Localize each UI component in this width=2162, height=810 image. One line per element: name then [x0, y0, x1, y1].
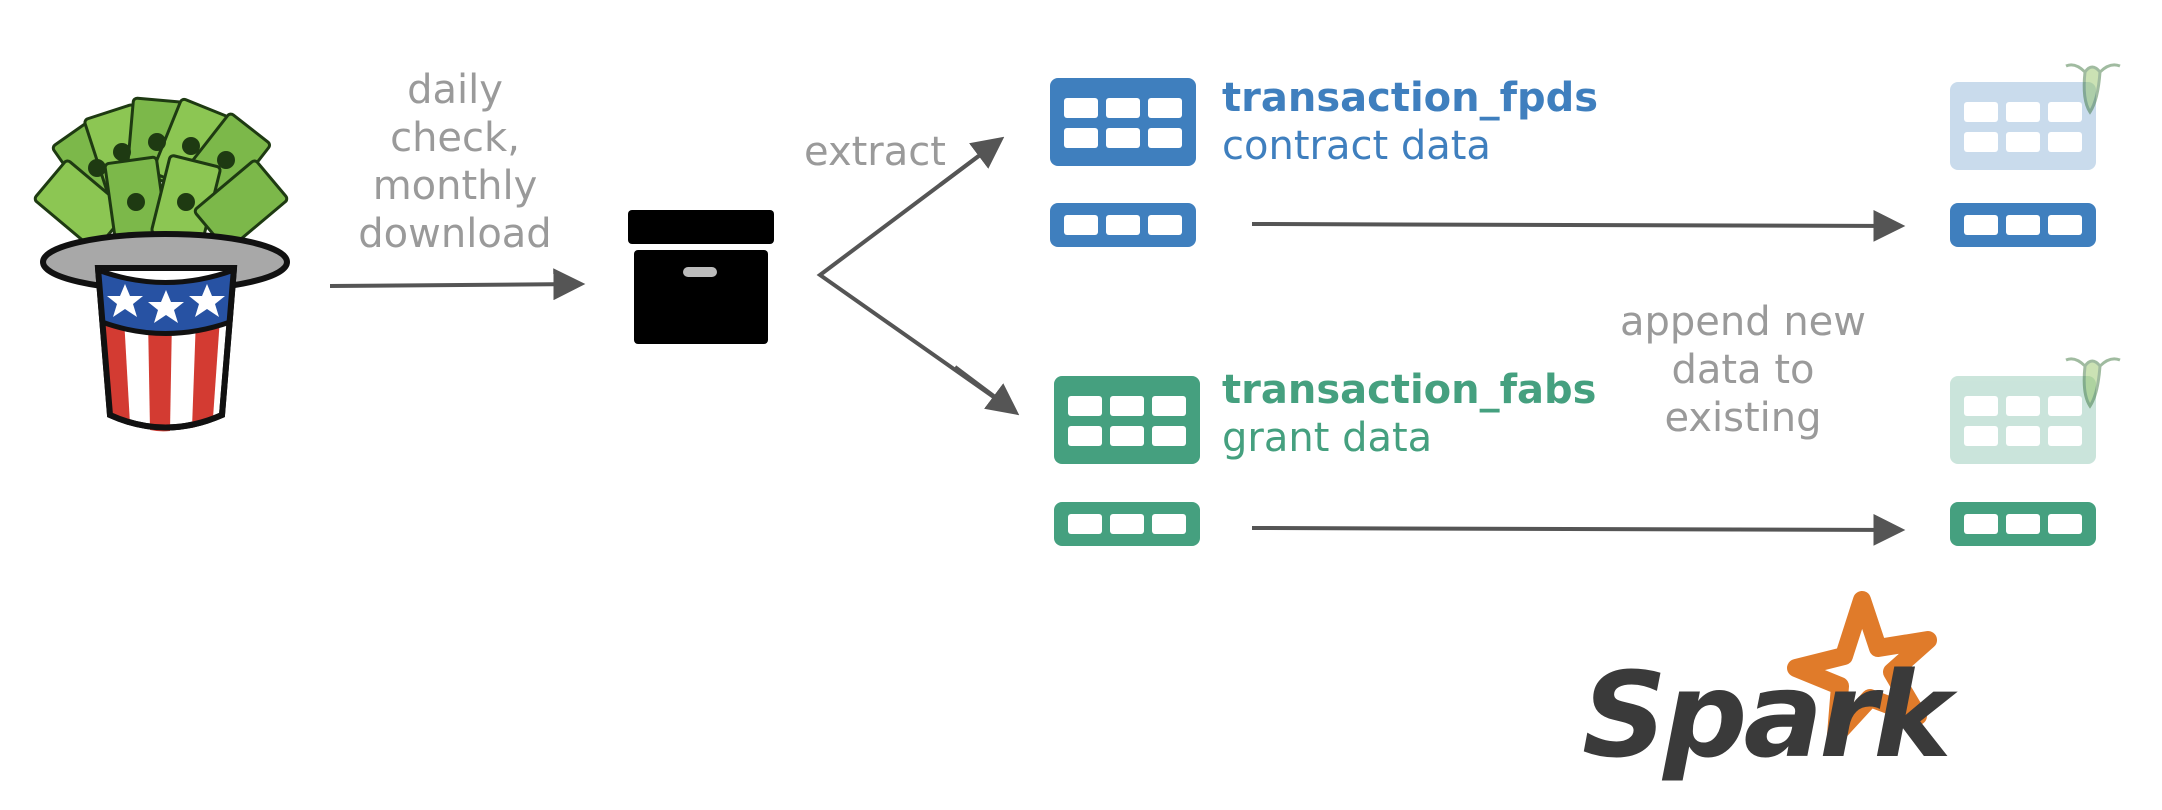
spark-logo-text: Spark	[1582, 646, 1952, 784]
append-label: append new data to existing	[1608, 298, 1878, 442]
table-icon	[1950, 82, 2096, 170]
arrow-append-fpds	[1251, 209, 1906, 242]
table-icon	[1050, 203, 1196, 247]
table-icon	[1950, 376, 2096, 464]
download-label-line: daily	[407, 67, 503, 113]
archive-box-icon	[628, 210, 774, 344]
cockroach-icon	[2065, 63, 2121, 115]
download-label-line: monthly	[372, 163, 538, 209]
table-icon	[1950, 203, 2096, 247]
arrow-extract-fpds	[938, 136, 1005, 187]
table-icon	[1050, 78, 1196, 166]
table-icon	[1054, 502, 1200, 546]
spark-star-icon	[1787, 591, 1937, 744]
append-label-line: existing	[1664, 395, 1822, 441]
download-label-line: download	[358, 211, 552, 257]
uncle-sam-hat-money-icon	[33, 96, 290, 432]
extract-label: extract	[804, 129, 946, 175]
table-icon	[1054, 376, 1200, 464]
download-label: daily check, monthly download	[350, 66, 560, 258]
arrow-append-fabs	[1251, 513, 1906, 546]
fabs-table-name: transaction_fabs	[1222, 367, 1597, 413]
fabs-table-desc: grant data	[1222, 415, 1433, 461]
cockroach-icon	[2065, 357, 2121, 409]
download-label-line: check,	[390, 115, 520, 161]
arrow-extract-fabs	[953, 365, 1020, 416]
append-label-line: append new	[1619, 299, 1867, 345]
fpds-table-name: transaction_fpds	[1222, 75, 1599, 121]
append-label-line: data to	[1671, 347, 1815, 393]
arrow-download	[329, 268, 586, 301]
table-icon	[1950, 502, 2096, 546]
fpds-table-desc: contract data	[1222, 123, 1491, 169]
arrow-extract-branch	[816, 138, 1017, 414]
